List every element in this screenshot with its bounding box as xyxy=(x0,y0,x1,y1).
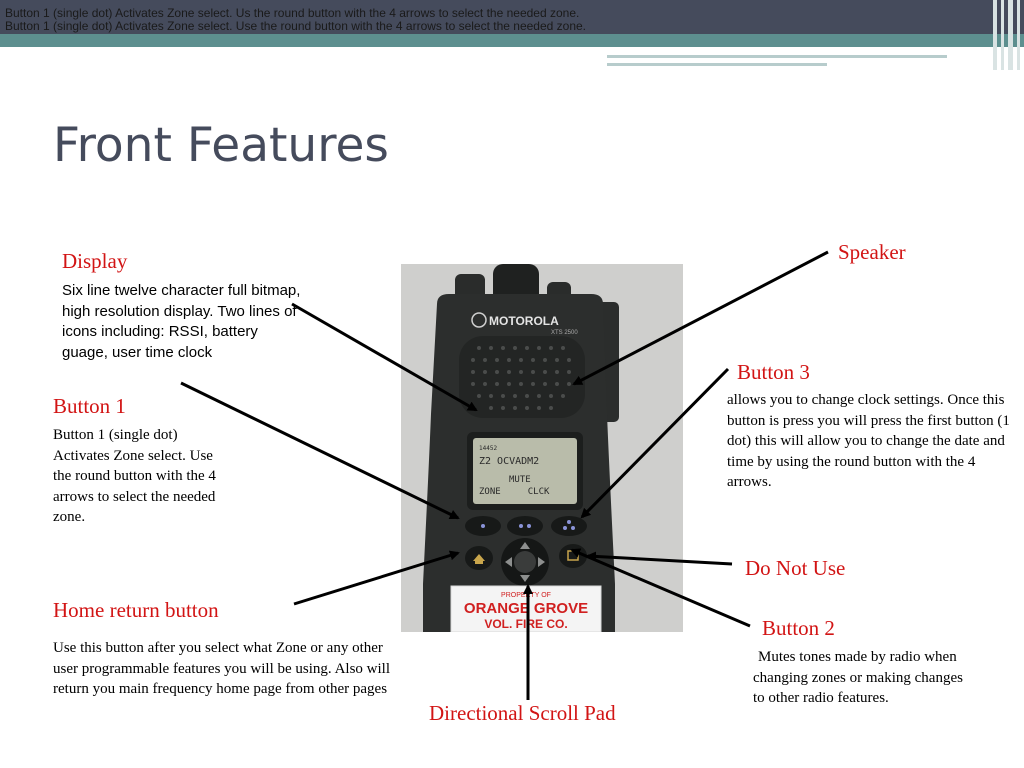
decorative-vbar xyxy=(1008,0,1013,70)
lcd-line-1: 14452 xyxy=(479,445,497,452)
slide-title: Front Features xyxy=(53,118,389,173)
arrow-speaker xyxy=(572,250,829,386)
decorative-vbar xyxy=(993,0,997,70)
button1-description: Button 1 (single dot) Activates Zone sel… xyxy=(53,427,216,525)
header-accent-band xyxy=(0,34,1024,47)
header-text-line-2: Button 1 (single dot) Activates Zone sel… xyxy=(5,19,587,33)
button2-label: Button 2 xyxy=(762,616,835,640)
speaker-label: Speaker xyxy=(838,240,906,264)
arrow-home xyxy=(293,550,460,606)
arrow-button1 xyxy=(180,381,460,520)
button3-label: Button 3 xyxy=(737,360,810,384)
decorative-stripe xyxy=(607,55,947,58)
button1-label: Button 1 xyxy=(53,394,126,418)
radio-button-3 xyxy=(551,516,587,536)
do-not-use-label: Do Not Use xyxy=(745,556,846,580)
arrow-display xyxy=(291,302,478,412)
radio-photo: MOTOROLA XTS 2500 14452 Z2 OCVADM2 MUTE … xyxy=(401,264,683,632)
lcd-line-3: MUTE xyxy=(509,475,531,485)
decorative-vbar xyxy=(1017,0,1020,70)
arrow-button3 xyxy=(580,367,730,519)
button3-description: allows you to change clock settings. Onc… xyxy=(727,392,1010,490)
display-description: Six line twelve character full bitmap, h… xyxy=(62,282,301,361)
home-button-label: Home return button xyxy=(53,598,219,622)
header-bar: Button 1 (single dot) Activates Zone sel… xyxy=(0,0,1024,34)
scroll-pad-label: Directional Scroll Pad xyxy=(429,701,616,725)
radio-brand-text: MOTOROLA xyxy=(489,314,559,328)
display-label: Display xyxy=(62,249,128,273)
radio-model-text: XTS 2500 xyxy=(551,330,578,336)
arrow-do-not-use xyxy=(586,551,733,566)
decorative-vbar xyxy=(1001,0,1004,70)
radio-button-2 xyxy=(507,516,543,536)
lcd-line-4: ZONE CLCK xyxy=(479,487,550,497)
lcd-line-2: Z2 OCVADM2 xyxy=(479,456,539,467)
tag-sub-text: VOL. FIRE CO. xyxy=(484,617,567,631)
home-button-description: Use this button after you select what Zo… xyxy=(53,640,391,697)
header-text-line-1: Button 1 (single dot) Activates Zone sel… xyxy=(5,6,580,20)
tag-name-text: ORANGE GROVE xyxy=(464,600,588,617)
button2-description: Mutes tones made by radio when changing … xyxy=(753,649,963,706)
arrow-button2 xyxy=(570,548,751,628)
decorative-stripe xyxy=(607,63,827,66)
tag-top-text: PROPERTY OF xyxy=(501,592,551,599)
